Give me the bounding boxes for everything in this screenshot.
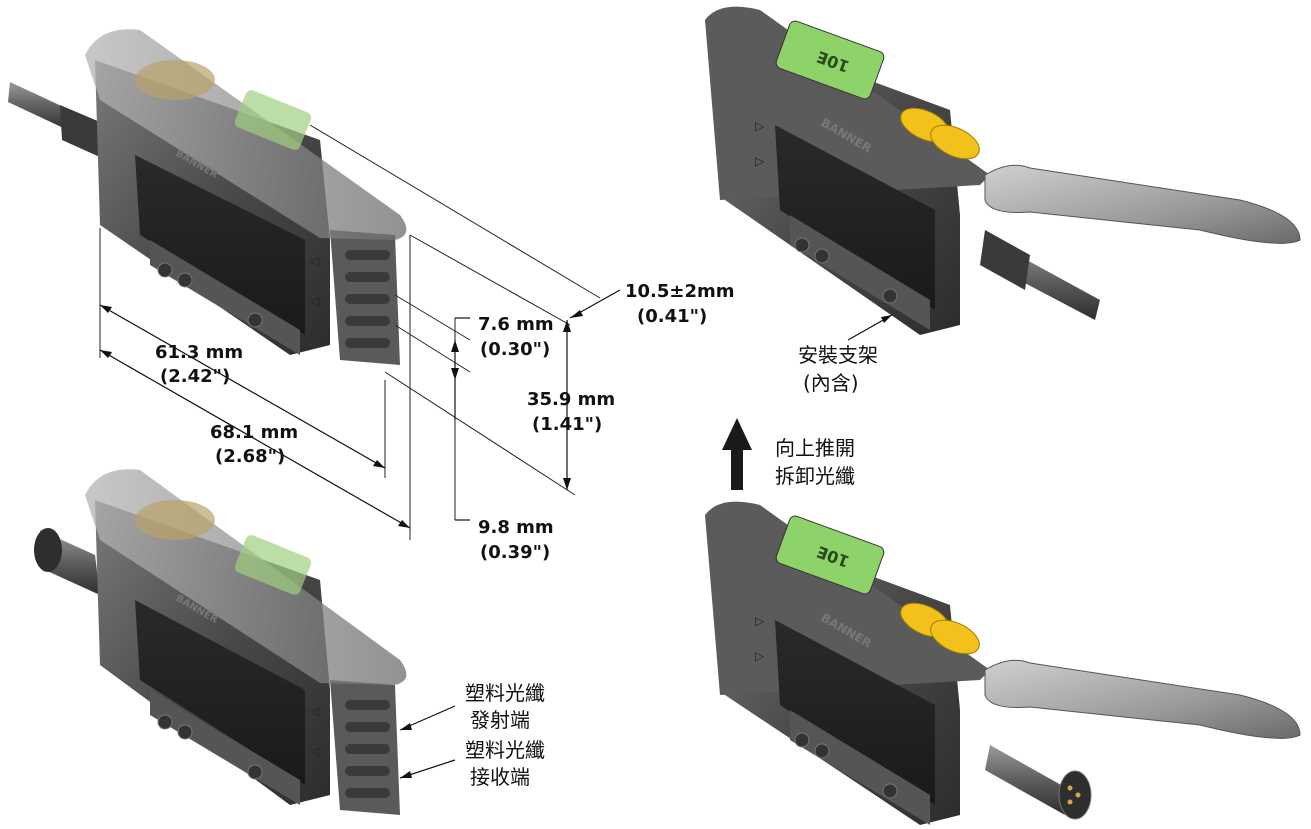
mount-hole — [247, 764, 263, 780]
mount-hole — [814, 248, 830, 264]
arrow-glyph: ▷ — [755, 119, 765, 133]
dim-9-8-mm: 9.8 mm — [478, 517, 554, 538]
lcd-display — [234, 535, 312, 595]
mount-hole — [882, 288, 898, 304]
dim-35-9-in: (1.41") — [532, 414, 602, 435]
dim-10-5-mm: 10.5±2mm — [625, 281, 735, 302]
fiber-cable — [8, 82, 72, 132]
emitter-label-line2: 發射端 — [470, 708, 530, 732]
sensor-base — [150, 240, 300, 355]
dimension-lines — [99, 124, 893, 779]
mount-hole — [814, 743, 830, 759]
lcd-display — [234, 90, 312, 150]
sensor-top — [705, 6, 990, 200]
mount-hole — [794, 732, 810, 748]
dim-61-3-mm: 61.3 mm — [155, 342, 243, 363]
button-pad — [135, 500, 215, 540]
dim-61-3 — [99, 304, 386, 469]
arrow-glyph: ▷ — [755, 649, 765, 663]
sensor-face — [135, 600, 305, 785]
arrow-glyph: ◁ — [309, 704, 319, 718]
cable-boot — [60, 105, 102, 158]
arrow-glyph: ◁ — [309, 744, 319, 758]
dim-68-1 — [99, 349, 411, 529]
mount-hole — [247, 312, 263, 328]
sensor-face — [775, 620, 935, 805]
mount-hole — [157, 262, 173, 278]
lcd-display — [775, 515, 885, 595]
arrow-glyph: ▷ — [755, 614, 765, 628]
cable-boot — [980, 230, 1030, 290]
dim-61-3-in: (2.42") — [160, 366, 230, 387]
lcd-display — [775, 20, 885, 100]
mounting-bracket — [984, 164, 1301, 244]
mount-hole — [794, 237, 810, 253]
connector-end — [34, 528, 62, 572]
down-button — [930, 124, 980, 160]
sensor-face — [135, 155, 305, 335]
push-label-line2: 拆卸光纖 — [775, 464, 855, 488]
dim-68-1-in: (2.68") — [215, 446, 285, 467]
connector-end — [1058, 770, 1092, 820]
sensor-top-left: ◁ ◁ BANNER — [8, 29, 407, 365]
dim-10-5-in: (0.41") — [637, 306, 707, 327]
dim-7-6-mm: 7.6 mm — [478, 314, 554, 335]
button-pad — [135, 60, 215, 100]
sensor-base — [150, 690, 300, 805]
sensor-face — [775, 125, 935, 310]
dim-7-6-in: (0.30") — [480, 339, 550, 360]
bracket-label-line2: (內含) — [803, 371, 859, 395]
up-arrow-icon — [722, 418, 752, 490]
dim-68-1-mm: 68.1 mm — [210, 422, 298, 443]
mount-hole — [882, 783, 898, 799]
receiver-label-line2: 接收端 — [470, 765, 530, 789]
sensor-bottom-right: 10E BANNER ▷ ▷ — [705, 501, 1301, 825]
arrow-glyph: ▷ — [755, 154, 765, 168]
mount-hole — [177, 272, 193, 288]
arrow-glyph: ◁ — [309, 254, 319, 268]
sensor-bottom-left: ◁ ◁ BANNER — [34, 469, 407, 815]
mount-hole — [177, 724, 193, 740]
receiver-label-line1: 塑料光纖 — [465, 738, 545, 762]
mount-hole — [157, 714, 173, 730]
dim-9-8-in: (0.39") — [480, 542, 550, 563]
dim-35-9-mm: 35.9 mm — [527, 389, 615, 410]
mounting-bracket — [984, 659, 1301, 739]
push-label-line1: 向上推開 — [775, 436, 855, 460]
emitter-label-line1: 塑料光纖 — [465, 681, 545, 705]
bracket-label-line1: 安裝支架 — [798, 343, 878, 367]
down-button — [930, 619, 980, 655]
arrow-glyph: ◁ — [309, 294, 319, 308]
connector — [985, 745, 1070, 815]
sensor-top — [705, 501, 990, 695]
sensor-top-right: 10E BANNER ▷ ▷ — [705, 6, 1301, 335]
